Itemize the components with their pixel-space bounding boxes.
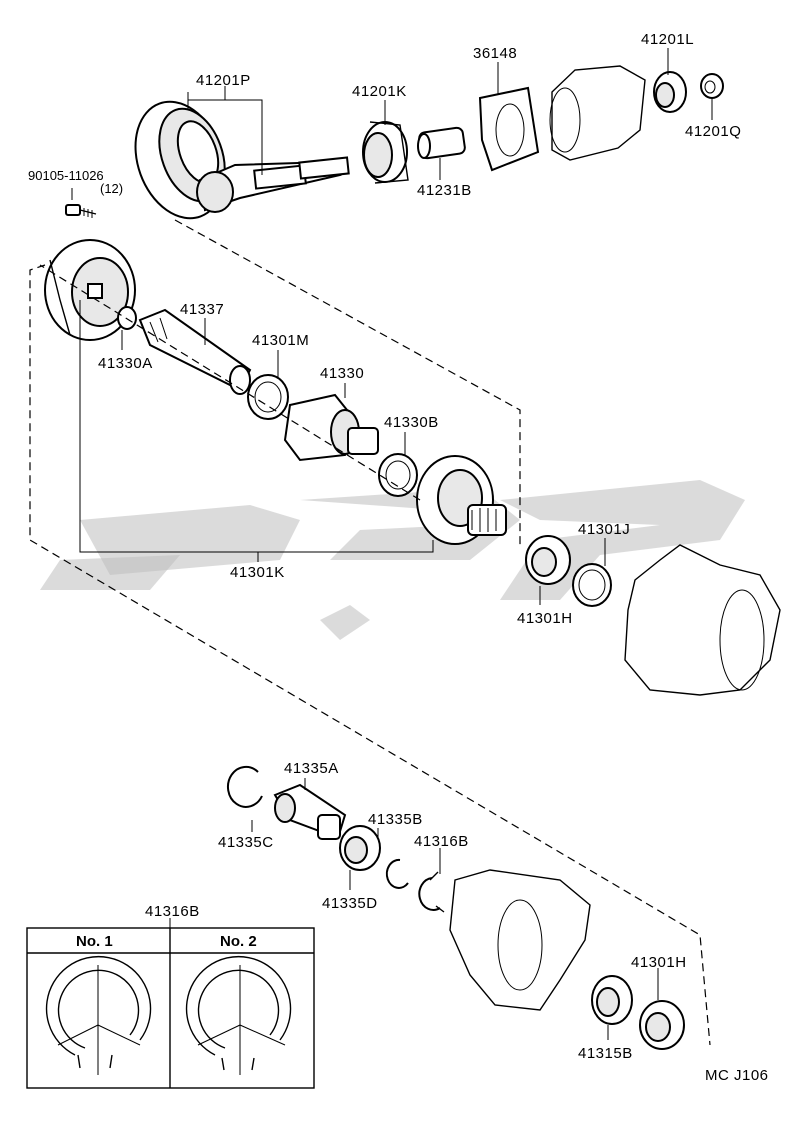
shaft-41337 [138,308,252,395]
snap-ring-41335B [385,858,409,889]
snap-ring-no1-drawing [45,956,152,1075]
drive-pinion-41201P [196,156,350,213]
label-41330A: 41330A [98,355,153,372]
label-41337: 41337 [180,301,224,318]
washer-41330A [117,306,137,330]
bearing-41301H-bottom [639,1000,685,1050]
label-41335B: 41335B [368,811,423,828]
label-90105-qty: (12) [100,181,123,196]
diff-case-half [416,455,507,545]
snap-ring-41316B [418,871,445,913]
label-41301K: 41301K [230,564,285,581]
pinion-41330 [283,393,379,462]
label-41335A: 41335A [284,760,339,777]
label-41301M: 41301M [252,332,309,349]
label-41231B: 41231B [417,182,472,199]
leader-lines [71,48,713,1040]
bolt-90105-11026 [65,204,97,218]
shaft-41335A [273,783,347,840]
transaxle-case-right [624,544,781,696]
snap-ring-no2-drawing [185,956,292,1075]
housing-cover [549,65,646,161]
pinion-bearing-41201K [362,121,409,184]
bearing-41201L [653,71,687,113]
label-36148: 36148 [473,45,517,62]
inset-col-no2: No. 2 [220,933,257,950]
gasket-36148 [478,86,540,172]
part-labels: 41201P 41201K 36148 41201L 41201Q 41231B… [28,31,769,1084]
extension-housing [449,869,591,1011]
seal-41315B [591,975,633,1025]
washer-41330B [378,453,418,497]
label-41201K: 41201K [352,83,407,100]
label-41335D: 41335D [322,895,378,912]
inset-title: 41316B [145,903,200,920]
label-41301J: 41301J [578,521,630,538]
bearing-41301H-top [525,535,571,585]
label-41301H-top: 41301H [517,610,573,627]
label-41330B: 41330B [384,414,439,431]
shim-41301J [572,563,612,607]
spacer-41231B [417,126,466,160]
dashed-alignment-lines [29,219,711,1046]
label-41201L: 41201L [641,31,694,48]
label-41330: 41330 [320,365,364,382]
nut-41201Q [700,73,724,99]
figure-code: MC J106 [705,1067,769,1084]
label-90105-11026: 90105-11026 [28,168,104,183]
label-41335C: 41335C [218,834,274,851]
bearing-41335D [339,825,381,871]
label-41301H-bottom: 41301H [631,954,687,971]
inset-col-no1: No. 1 [76,933,113,950]
label-41316B: 41316B [414,833,469,850]
watermark-logo [40,480,745,640]
snap-ring-41335C [227,765,263,808]
washer-41301M [247,374,289,420]
inset-41316B [26,918,315,1089]
label-41315B: 41315B [578,1045,633,1062]
label-41201Q: 41201Q [685,123,741,140]
label-41201P: 41201P [196,72,251,89]
diff-case-41301K [44,239,136,341]
